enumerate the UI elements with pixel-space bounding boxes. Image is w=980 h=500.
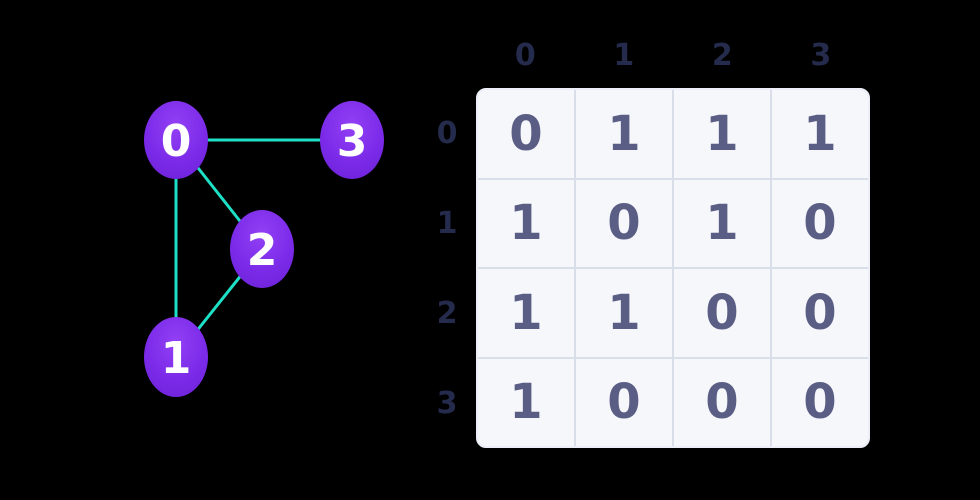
matrix-cell-0-0: 0	[478, 90, 574, 178]
matrix-row-header-3: 3	[436, 385, 458, 421]
matrix-cell-3-1: 0	[576, 358, 672, 446]
graph-node-1: 1	[144, 317, 208, 397]
graph-diagram: 0 3 2 1	[144, 101, 384, 397]
graph-node-3: 3	[320, 101, 384, 179]
graph-node-0-shape	[144, 101, 208, 179]
graph-node-1-shape	[144, 317, 208, 397]
matrix-col-header-3: 3	[810, 38, 832, 73]
matrix-cell-2-2: 0	[674, 269, 770, 357]
matrix-col-header-0: 0	[514, 38, 536, 73]
matrix-cell-2-1: 1	[576, 269, 672, 357]
matrix-cell-1-0: 1	[478, 179, 574, 267]
matrix-cell-2-0: 1	[478, 269, 574, 357]
graph-node-2-label: 2	[247, 225, 278, 276]
matrix-col-header-2: 2	[711, 38, 733, 73]
matrix-cell-2-3: 0	[772, 269, 868, 357]
matrix-column-headers: 0 1 2 3	[476, 38, 870, 73]
adjacency-matrix: 0 1 1 1 1 0 1 0 1 1 0 0 1 0 0 0	[476, 88, 870, 448]
matrix-cell-1-1: 0	[576, 179, 672, 267]
matrix-row-header-2: 2	[436, 295, 458, 331]
graph-node-2-shape	[230, 210, 294, 288]
matrix-col-header-1: 1	[613, 38, 635, 73]
matrix-cell-3-3: 0	[772, 358, 868, 446]
matrix-row-header-1: 1	[436, 205, 458, 241]
matrix-cell-0-2: 1	[674, 90, 770, 178]
matrix-cell-0-1: 1	[576, 90, 672, 178]
matrix-row-headers: 0 1 2 3	[426, 88, 468, 448]
matrix-cell-3-0: 1	[478, 358, 574, 446]
graph-node-3-label: 3	[337, 116, 368, 167]
matrix-cell-3-2: 0	[674, 358, 770, 446]
matrix-row-header-0: 0	[436, 115, 458, 151]
graph-node-0-label: 0	[161, 116, 192, 167]
matrix-cell-0-3: 1	[772, 90, 868, 178]
graph-node-0: 0	[144, 101, 208, 179]
graph-node-3-shape	[320, 101, 384, 179]
matrix-cell-1-3: 0	[772, 179, 868, 267]
graph-node-1-label: 1	[161, 333, 192, 384]
graph-node-2: 2	[230, 210, 294, 288]
matrix-cell-1-2: 1	[674, 179, 770, 267]
